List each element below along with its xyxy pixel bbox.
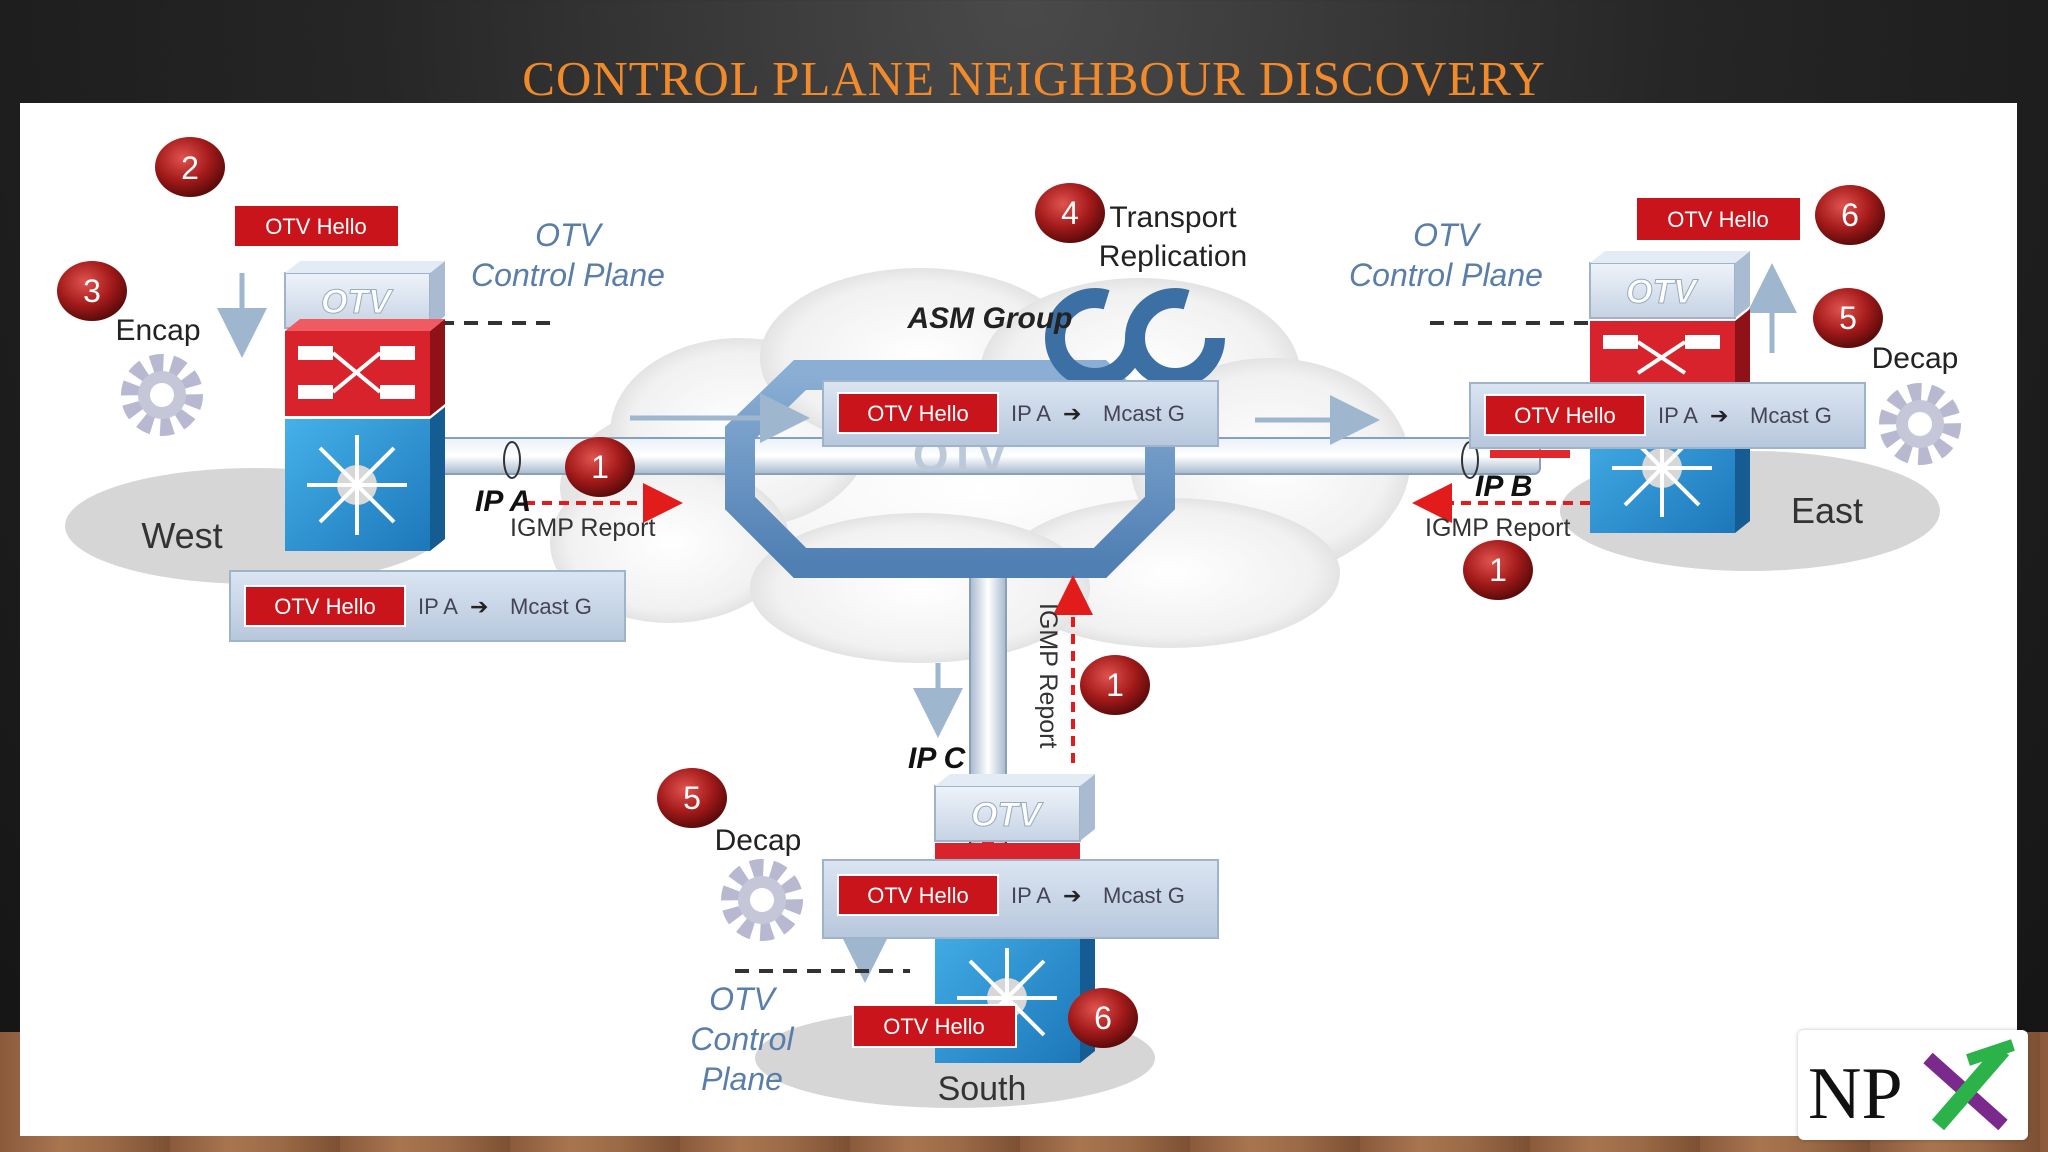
step-badge-1-west: 1 <box>565 437 635 497</box>
replication-icon <box>1045 288 1225 388</box>
east-flow-dst: Mcast G <box>1750 403 1832 428</box>
step-badge-1-south: 1 <box>1080 655 1150 715</box>
npx-logo: NP <box>1798 1030 2028 1140</box>
core-hello-tag: OTV Hello <box>867 401 968 426</box>
south-decap-gear-icon <box>721 859 803 941</box>
core-flow-arrow: ➔ <box>1063 401 1081 426</box>
core-flow-ip: IP A <box>1011 401 1051 426</box>
east-decap-label: Decap <box>1872 342 1959 375</box>
encap-label: Encap <box>115 314 200 347</box>
east-control-plane-2: Control Plane <box>1349 257 1543 293</box>
west-flow-ip: IP A <box>418 594 458 619</box>
east-flow-ip: IP A <box>1658 403 1698 428</box>
south-flow-arrow: ➔ <box>1063 883 1081 908</box>
south-otv-label: OTV <box>971 796 1044 834</box>
igmp-report-west: IGMP Report <box>510 514 655 542</box>
west-hello-tag: OTV Hello <box>274 594 375 619</box>
west-hello-tag-top: OTV Hello <box>235 206 398 246</box>
svg-text:3: 3 <box>83 273 101 309</box>
step-badge-4: 4 <box>1035 183 1105 243</box>
ip-a-label: IP A <box>475 485 531 518</box>
step-badge-5-east: 5 <box>1813 288 1883 348</box>
ip-b-label: IP B <box>1475 470 1532 503</box>
svg-text:1: 1 <box>1489 552 1507 588</box>
otv-diagram: OTV OTV <box>57 137 1961 1108</box>
west-hello-panel: OTV Hello IP A ➔ Mcast G <box>229 570 626 642</box>
svg-text:2: 2 <box>181 150 199 186</box>
east-hello-tag: OTV Hello <box>1514 403 1615 428</box>
svg-text:OTV Hello: OTV Hello <box>265 214 366 239</box>
svg-text:OTV Hello: OTV Hello <box>1667 207 1768 232</box>
west-control-plane-1: OTV <box>535 217 603 253</box>
south-control-plane-3: Plane <box>701 1061 783 1097</box>
decap-gear-icon <box>1879 383 1961 465</box>
south-decap-label: Decap <box>715 824 802 857</box>
core-hello-panel: OTV Hello IP A ➔ Mcast G <box>822 380 1219 447</box>
south-control-plane-2: Control <box>690 1021 794 1057</box>
svg-text:5: 5 <box>1839 300 1857 336</box>
step-badge-1-east: 1 <box>1463 540 1533 600</box>
npx-logo-mark: NP <box>1808 1039 2015 1135</box>
transport-label-1: Transport <box>1109 201 1237 234</box>
ip-c-label: IP C <box>908 742 967 775</box>
step-badge-3: 3 <box>57 261 127 321</box>
west-control-plane-2: Control Plane <box>471 257 665 293</box>
step-badge-5-south: 5 <box>657 768 727 828</box>
east-site-label: East <box>1791 490 1863 531</box>
igmp-report-south: IGMP Report <box>1034 603 1062 748</box>
svg-text:6: 6 <box>1841 197 1859 233</box>
step-badge-2: 2 <box>155 137 225 197</box>
east-link <box>1490 450 1570 458</box>
east-flow-arrow: ➔ <box>1710 403 1728 428</box>
step-badge-6-east: 6 <box>1815 185 1885 245</box>
slide-title: CONTROL PLANE NEIGHBOUR DISCOVERY <box>522 51 1546 106</box>
south-hello-panel: OTV Hello IP A ➔ Mcast G <box>822 859 1219 939</box>
west-switch: OTV <box>284 261 445 551</box>
svg-text:5: 5 <box>683 780 701 816</box>
east-otv-label: OTV <box>1626 273 1699 311</box>
south-flow-dst: Mcast G <box>1103 883 1185 908</box>
svg-text:6: 6 <box>1094 1000 1112 1036</box>
svg-text:4: 4 <box>1061 195 1079 231</box>
east-hello-panel: OTV Hello IP A ➔ Mcast G <box>1469 382 1866 449</box>
transport-label-2: Replication <box>1099 240 1247 273</box>
svg-text:1: 1 <box>591 449 609 485</box>
asm-group-label: ASM Group <box>907 302 1073 335</box>
south-site-label: South <box>938 1070 1027 1108</box>
encap-gear-icon <box>121 354 203 436</box>
svg-text:OTV Hello: OTV Hello <box>883 1014 984 1039</box>
step-badge-6-south: 6 <box>1068 988 1138 1048</box>
npx-logo-text: NP <box>1808 1053 1903 1135</box>
west-otv-label: OTV <box>321 283 394 321</box>
east-control-plane-1: OTV <box>1413 217 1481 253</box>
east-hello-tag-top: OTV Hello <box>1637 198 1800 240</box>
west-site-label: West <box>141 515 222 556</box>
south-hello-tag-bottom: OTV Hello <box>852 1004 1017 1048</box>
west-flow-dst: Mcast G <box>510 594 592 619</box>
south-hello-tag: OTV Hello <box>867 883 968 908</box>
west-pipe-end <box>503 441 521 479</box>
west-flow-arrow: ➔ <box>470 594 488 619</box>
igmp-report-east: IGMP Report <box>1425 514 1570 542</box>
south-flow-ip: IP A <box>1011 883 1051 908</box>
svg-text:1: 1 <box>1106 667 1124 703</box>
diagram-canvas: OTV OTV <box>20 103 2017 1136</box>
south-control-plane-1: OTV <box>709 981 777 1017</box>
core-flow-dst: Mcast G <box>1103 401 1185 426</box>
